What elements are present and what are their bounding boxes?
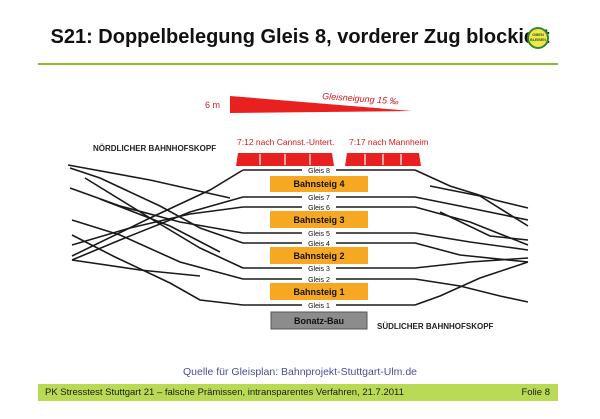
incline-label: Gleisneigung 15 ‰	[322, 91, 399, 106]
train-label-cannstatt: 7:12 nach Cannst.-Untert.	[237, 137, 334, 147]
gleis-4-label: Gleis 4	[308, 241, 330, 248]
bonatz-building	[270, 311, 368, 330]
platform-2-label: Bahnsteig 2	[293, 251, 344, 261]
gleis-7-label: Gleis 7	[308, 195, 330, 202]
oben-bleiben-logo: OBEN BLEIBEN	[527, 27, 549, 49]
slide-title: S21: Doppelbelegung Gleis 8, vorderer Zu…	[50, 26, 550, 48]
platform-4-label: Bahnsteig 4	[293, 179, 344, 189]
north-head-label: NÖRDLICHER BAHNHOFSKOPF	[93, 144, 216, 153]
gleis-6-label: Gleis 6	[308, 205, 330, 212]
platform-3-label: Bahnsteig 3	[293, 215, 344, 225]
train-label-mannheim: 7:17 nach Mannheim	[349, 137, 428, 147]
footer-bar: PK Stresstest Stuttgart 21 – falsche Prä…	[38, 384, 558, 401]
incline-height-label: 6 m	[205, 100, 220, 110]
logo-text-bottom: BLEIBEN	[530, 38, 546, 42]
title-rule	[38, 63, 558, 65]
platforms	[270, 176, 368, 300]
footer-text: PK Stresstest Stuttgart 21 – falsche Prä…	[45, 387, 404, 398]
platform-2	[270, 247, 368, 264]
bonatz-building-label: Bonatz-Bau	[294, 316, 344, 326]
gleis-1-label: Gleis 1	[308, 303, 330, 310]
platform-1-label: Bahnsteig 1	[293, 287, 344, 297]
logo-text-top: OBEN	[532, 32, 544, 37]
platform-3	[270, 211, 368, 228]
platform-1	[270, 283, 368, 300]
gleis-8-label: Gleis 8	[308, 168, 330, 175]
gleis-2-label: Gleis 2	[308, 277, 330, 284]
slide-number: Folie 8	[521, 387, 550, 398]
gleis-5-label: Gleis 5	[308, 231, 330, 238]
gleis-3-label: Gleis 3	[308, 266, 330, 273]
platform-4	[270, 176, 368, 192]
source-note: Quelle für Gleisplan: Bahnprojekt-Stuttg…	[182, 366, 418, 378]
track-lines	[67, 164, 529, 306]
south-head-label: SÜDLICHER BAHNHOFSKOPF	[377, 322, 494, 331]
incline-wedge	[230, 96, 412, 113]
